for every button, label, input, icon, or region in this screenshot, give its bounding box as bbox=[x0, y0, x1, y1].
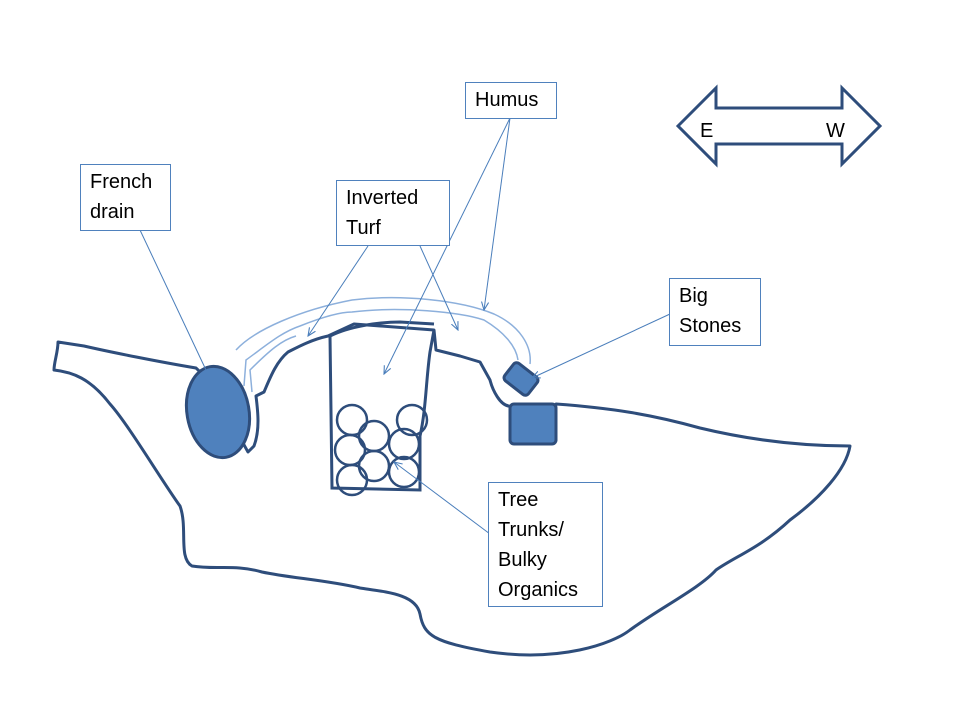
label-text: French bbox=[90, 171, 153, 193]
log-5 bbox=[387, 427, 421, 461]
big-stone-upper bbox=[502, 361, 540, 397]
label-text: Stones bbox=[679, 315, 742, 337]
tree-trunk-logs bbox=[333, 403, 429, 497]
log-7 bbox=[357, 449, 391, 483]
humus-layer-inner bbox=[249, 335, 297, 393]
label-text: Tree bbox=[498, 489, 539, 511]
trench-top-edge bbox=[329, 320, 435, 338]
label-tree-trunks: Tree Trunks/ Bulky Organics bbox=[488, 482, 603, 607]
leader-humus-inner bbox=[384, 117, 511, 374]
direction-west-label: W bbox=[826, 120, 845, 142]
soil-outline bbox=[52, 322, 852, 657]
label-text: Trunks/ bbox=[498, 519, 564, 541]
leader-inverted-turf-right bbox=[419, 245, 458, 330]
french-drain-ellipse bbox=[184, 364, 252, 460]
label-text: Bulky bbox=[498, 549, 547, 571]
label-text: Humus bbox=[475, 89, 539, 111]
log-8 bbox=[387, 455, 421, 489]
direction-east-label: E bbox=[700, 120, 713, 142]
leader-big-stones bbox=[532, 313, 671, 378]
log-2 bbox=[395, 403, 429, 437]
log-6 bbox=[335, 463, 369, 497]
label-text: Big bbox=[679, 285, 708, 307]
inverted-turf-trench bbox=[328, 329, 436, 492]
humus-layer-mid bbox=[243, 308, 519, 387]
log-1 bbox=[335, 403, 369, 437]
humus-layer-outer bbox=[235, 296, 531, 365]
leader-tree-trunks bbox=[394, 462, 491, 535]
label-text: Organics bbox=[498, 579, 579, 601]
label-text: drain bbox=[90, 201, 135, 223]
direction-double-arrow bbox=[675, 84, 883, 168]
leader-french-drain bbox=[139, 229, 207, 371]
label-text: Turf bbox=[346, 217, 381, 239]
big-stone-lower bbox=[508, 402, 558, 446]
leader-inverted-turf-left bbox=[308, 245, 369, 336]
label-text: Inverted bbox=[346, 187, 419, 209]
label-french-drain: French drain bbox=[80, 164, 171, 231]
label-humus: Humus bbox=[465, 82, 557, 119]
leader-lines bbox=[139, 117, 671, 535]
leader-humus-outer bbox=[484, 117, 511, 310]
label-big-stones: Big Stones bbox=[669, 278, 761, 346]
log-4 bbox=[357, 419, 391, 453]
label-inverted-turf: Inverted Turf bbox=[336, 180, 450, 246]
